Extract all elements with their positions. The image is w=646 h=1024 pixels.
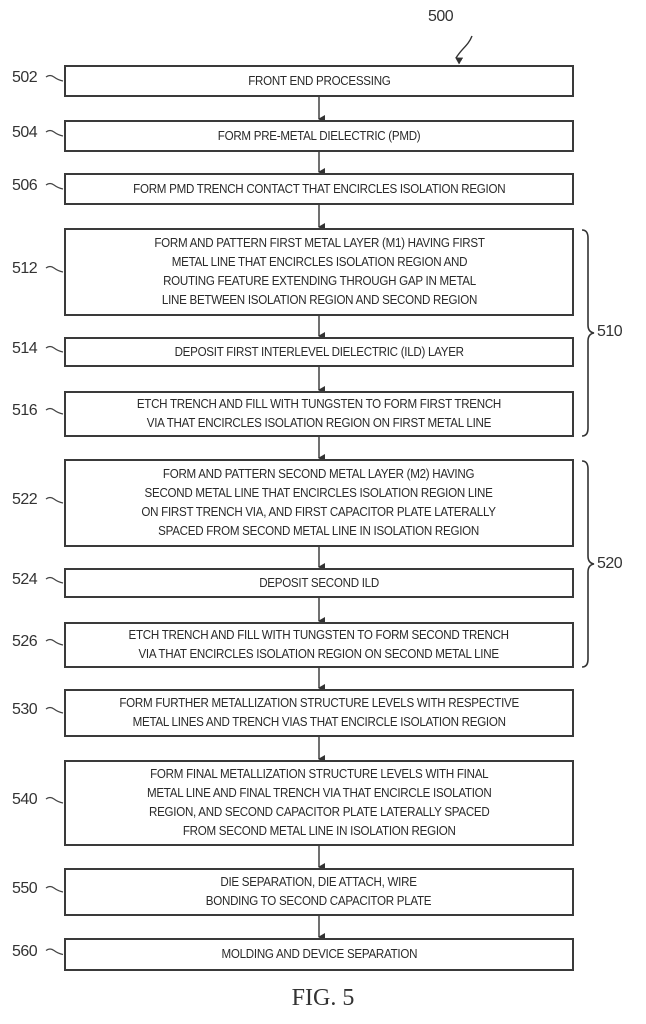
step-text: DEPOSIT FIRST INTERLEVEL DIELECTRIC (ILD… (174, 344, 464, 359)
step-ref-530: 530 (12, 701, 38, 718)
ref-leader-560 (45, 948, 64, 956)
step-ref-504: 504 (12, 124, 38, 141)
step-box-550: DIE SEPARATION, DIE ATTACH, WIRE BONDING… (64, 868, 574, 916)
group-bracket-510 (581, 229, 595, 437)
step-text: FORM FURTHER METALLIZATION STRUCTURE LEV… (119, 696, 519, 729)
step-box-522: FORM AND PATTERN SECOND METAL LAYER (M2)… (64, 459, 574, 547)
step-ref-516: 516 (12, 402, 38, 419)
step-box-560: MOLDING AND DEVICE SEPARATION (64, 938, 574, 971)
ref-leader-504 (45, 129, 64, 137)
step-text: MOLDING AND DEVICE SEPARATION (221, 947, 417, 961)
step-box-502: FRONT END PROCESSING (64, 65, 574, 97)
ref-leader-502 (45, 74, 64, 82)
step-text: DIE SEPARATION, DIE ATTACH, WIRE BONDING… (206, 875, 432, 908)
step-text: FORM AND PATTERN FIRST METAL LAYER (M1) … (153, 236, 485, 307)
step-box-524: DEPOSIT SECOND ILD (64, 568, 574, 598)
step-ref-506: 506 (12, 177, 38, 194)
ref-leader-512 (45, 265, 64, 273)
ref-leader-550 (45, 885, 64, 893)
ref-leader-526 (45, 638, 64, 646)
step-text: FORM PMD TRENCH CONTACT THAT ENCIRCLES I… (132, 181, 506, 196)
step-text: ETCH TRENCH AND FILL WITH TUNGSTEN TO FO… (128, 628, 510, 661)
step-ref-524: 524 (12, 571, 38, 588)
step-text: FORM AND PATTERN SECOND METAL LAYER (M2)… (141, 467, 497, 538)
step-box-526: ETCH TRENCH AND FILL WITH TUNGSTEN TO FO… (64, 622, 574, 668)
step-text: FORM PRE-METAL DIELECTRIC (PMD) (217, 128, 421, 143)
step-box-506: FORM PMD TRENCH CONTACT THAT ENCIRCLES I… (64, 173, 574, 205)
ref-leader-514 (45, 345, 64, 353)
ref-leader-522 (45, 496, 64, 504)
step-text: FRONT END PROCESSING (247, 73, 391, 88)
ref-leader-530 (45, 706, 64, 714)
ref-leader-516 (45, 407, 64, 415)
step-box-516: ETCH TRENCH AND FILL WITH TUNGSTEN TO FO… (64, 391, 574, 437)
step-box-512: FORM AND PATTERN FIRST METAL LAYER (M1) … (64, 228, 574, 316)
step-box-530: FORM FURTHER METALLIZATION STRUCTURE LEV… (64, 689, 574, 737)
figure-ref-500: 500 (428, 8, 454, 25)
step-text: FORM FINAL METALLIZATION STRUCTURE LEVEL… (146, 767, 492, 838)
step-ref-550: 550 (12, 880, 38, 897)
ref-leaders (45, 74, 64, 956)
figure-label: FIG. 5 (291, 985, 355, 1011)
step-box-504: FORM PRE-METAL DIELECTRIC (PMD) (64, 120, 574, 152)
group-ref-510: 510 (597, 323, 623, 340)
step-text: DEPOSIT SECOND ILD (259, 575, 379, 590)
step-box-514: DEPOSIT FIRST INTERLEVEL DIELECTRIC (ILD… (64, 337, 574, 367)
step-ref-512: 512 (12, 260, 38, 277)
step-ref-540: 540 (12, 791, 38, 808)
step-text: ETCH TRENCH AND FILL WITH TUNGSTEN TO FO… (136, 397, 502, 430)
step-ref-560: 560 (12, 942, 38, 960)
ref-leader-524 (45, 576, 64, 584)
group-bracket-520 (581, 460, 595, 668)
step-ref-514: 514 (12, 340, 38, 357)
ref-leader-540 (45, 796, 64, 804)
group-ref-520: 520 (597, 555, 623, 572)
step-ref-526: 526 (12, 633, 38, 650)
ref-leader-506 (45, 182, 64, 190)
step-box-540: FORM FINAL METALLIZATION STRUCTURE LEVEL… (64, 760, 574, 846)
step-ref-502: 502 (12, 69, 38, 86)
step-ref-522: 522 (12, 491, 38, 508)
figure-leader-arrow (455, 35, 473, 65)
